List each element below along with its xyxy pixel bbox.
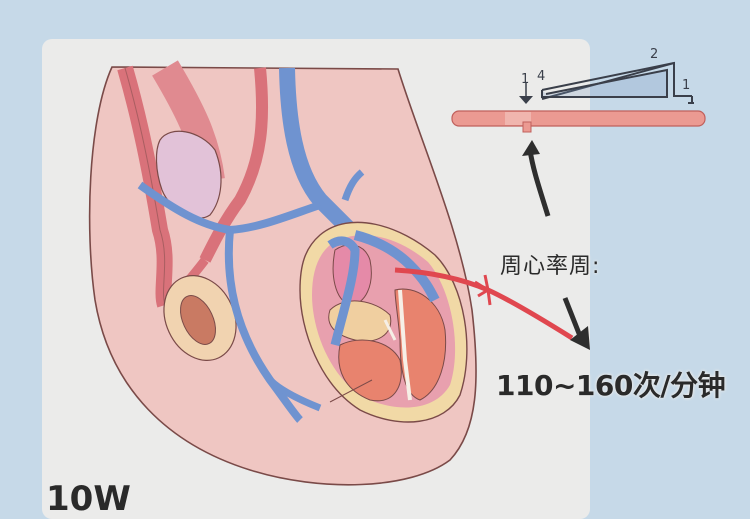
ruler-number: 1 bbox=[521, 72, 530, 87]
heart-rate-label: 周心率周: bbox=[500, 254, 601, 279]
ruler-number: 1 bbox=[682, 78, 691, 93]
tube bbox=[451, 110, 706, 127]
fetal-heart-illustration bbox=[88, 60, 706, 486]
ruler-number: 4 bbox=[537, 69, 546, 84]
heart-rate-value: 110~160次/分钟 bbox=[496, 369, 726, 402]
ruler-number: 2 bbox=[650, 47, 659, 62]
gestational-week-label: 10W bbox=[46, 479, 131, 519]
